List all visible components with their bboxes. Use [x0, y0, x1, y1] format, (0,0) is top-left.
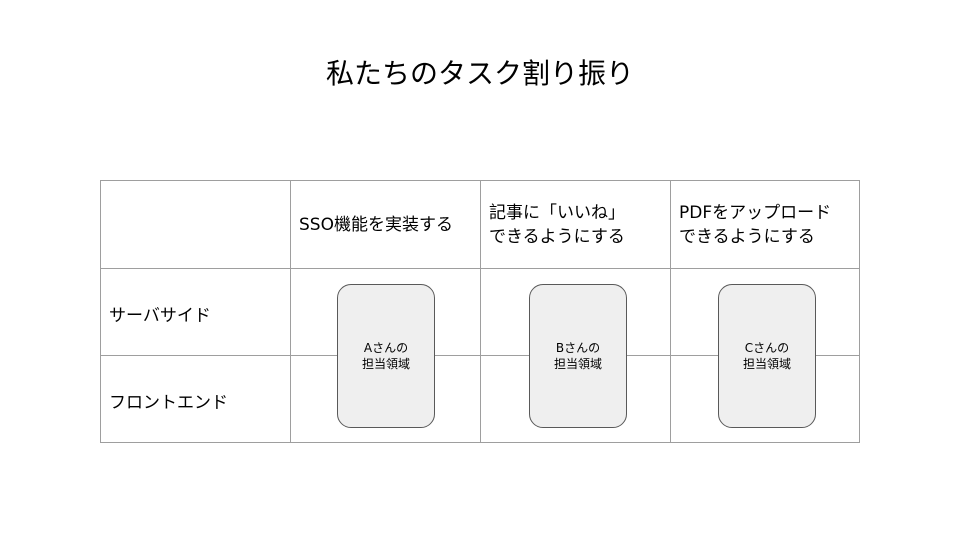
owner-box-c: Cさんの 担当領域	[718, 284, 816, 428]
owner-box-b: Bさんの 担当領域	[529, 284, 627, 428]
column-header-like: 記事に「いいね」 できるようにする	[489, 203, 625, 247]
column-divider-3	[670, 181, 671, 442]
row-header-frontend: フロントエンド	[109, 392, 228, 413]
owner-box-a: Aさんの 担当領域	[337, 284, 435, 428]
column-header-pdf: PDFをアップロード できるようにする	[679, 203, 832, 247]
row-header-server: サーバサイド	[109, 305, 211, 326]
slide-title: 私たちのタスク割り振り	[325, 57, 634, 90]
column-header-sso: SSO機能を実装する	[299, 215, 453, 235]
column-divider-2	[480, 181, 481, 442]
task-table: SSO機能を実装する 記事に「いいね」 できるようにする PDFをアップロード …	[100, 180, 860, 443]
column-divider-1	[290, 181, 291, 442]
